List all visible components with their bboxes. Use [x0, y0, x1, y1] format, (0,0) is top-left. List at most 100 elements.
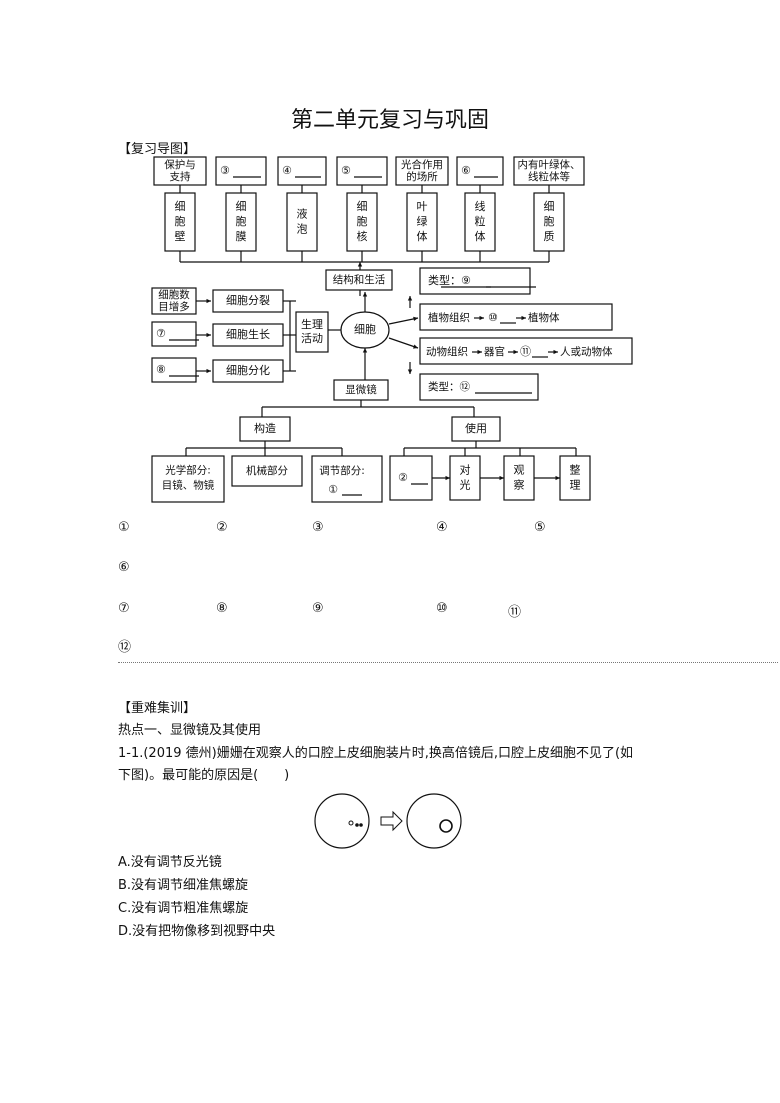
arrow-head [206, 298, 211, 304]
arrow-head [413, 344, 418, 349]
construct-part-1: 机械部分 [246, 464, 288, 477]
question-stem-2: 下图)。最可能的原因是( ) [118, 768, 290, 783]
construct-label: 构造 [254, 421, 276, 435]
top-label-box [277, 156, 327, 186]
arrow-head [513, 349, 518, 355]
use-step-0: ② [398, 471, 408, 484]
answer-blank: ⑫ [118, 636, 131, 655]
top-label-2: ④ [282, 164, 292, 177]
low-power-field [314, 793, 370, 849]
process-0: 细胞分裂 [226, 294, 270, 307]
cell-dot [359, 823, 363, 827]
organelle-3: 细胞核 [357, 200, 368, 243]
construct-box [239, 416, 291, 442]
empty-bubble [439, 819, 453, 833]
top-label-3: ⑤ [341, 164, 351, 177]
top-label-box [456, 156, 504, 186]
organelle-box [225, 192, 257, 252]
animal-chain-box [419, 337, 633, 365]
cell-dot [348, 820, 354, 826]
animal-tissue: 动物组织 [426, 345, 468, 358]
top-label-0: 保护与支持 [164, 158, 196, 183]
left-note-box [151, 287, 197, 315]
option-d: D.没有把物像移到视野中央 [118, 924, 276, 939]
arrow-head [413, 316, 418, 322]
arrow-head [407, 369, 413, 374]
answer-blank: ⑧ [216, 601, 228, 616]
plant-tissue: 植物组织 [428, 311, 470, 324]
cell-label: 细胞 [354, 323, 376, 336]
arrow-head [521, 315, 526, 321]
answer-blank: ③ [312, 520, 324, 535]
cell-dot [355, 823, 359, 827]
arrow-head [499, 475, 504, 481]
left-note-2: ⑧ [156, 363, 166, 376]
arrow-head [206, 332, 211, 338]
answer-blank: ① [118, 520, 130, 535]
divider [118, 662, 778, 663]
type-bottom-box [419, 373, 539, 401]
hotspot-heading: 热点一、显微镜及其使用 [118, 723, 262, 738]
high-power-field [406, 793, 462, 849]
arrow-head [553, 349, 558, 355]
life-activity-box [295, 311, 329, 353]
left-note-0: 细胞数目增多 [158, 288, 190, 313]
answer-blank: ⑥ [118, 560, 130, 575]
process-2: 细胞分化 [226, 363, 270, 377]
construct-part-box [311, 455, 383, 503]
blank-number: ⑪ [508, 605, 522, 620]
arrow-line [388, 337, 419, 349]
left-note-1: ⑦ [156, 327, 166, 340]
structure-life-box [325, 269, 393, 291]
answer-blank: ⑨ [312, 601, 324, 616]
type-bottom-label: 类型：⑫ [428, 380, 470, 393]
construct-part-2: 调节部分: [319, 464, 365, 477]
plant-chain-box [419, 303, 613, 331]
organelle-5: 线粒体 [475, 199, 486, 243]
option-a: A.没有调节反光镜 [118, 855, 222, 870]
animal-blank: ⑪ [520, 345, 531, 358]
option-c: C.没有调节粗准焦螺旋 [118, 901, 249, 916]
use-box [451, 416, 501, 442]
blank-number: ⑨ [312, 601, 324, 616]
page-title: 第二单元复习与巩固 [290, 108, 489, 133]
organ: 器官 [484, 345, 505, 358]
top-label-4: 光合作用的场所 [401, 158, 443, 183]
left-note-box [151, 321, 197, 347]
arrow-head [357, 262, 363, 267]
arrow-head [206, 368, 211, 374]
use-step-3: 整理 [570, 463, 581, 492]
organelle-2: 液泡 [297, 207, 308, 236]
type-top-label: 类型：⑨ [428, 273, 471, 287]
answer-blank: ⑤ [534, 520, 546, 535]
microscope-label: 显微镜 [345, 383, 377, 396]
top-label-box [153, 156, 207, 186]
structure-life-label: 结构和生活 [333, 273, 386, 286]
arrow-line [388, 317, 419, 325]
organelle-box [406, 192, 438, 252]
arrow-head [407, 296, 413, 301]
use-step-2: 观察 [514, 464, 525, 492]
blank-number: ② [216, 520, 228, 535]
construct-part-box [151, 455, 225, 503]
blank-number: ④ [436, 520, 448, 535]
section-training: 【重难集训】 [118, 701, 197, 716]
organelle-6: 细胞质 [544, 200, 555, 243]
organelle-box [533, 192, 565, 252]
blank-number: ⑫ [118, 640, 132, 655]
animal-body: 人或动物体 [560, 345, 613, 358]
adjust-blank: ① [328, 483, 338, 496]
answer-blank: ② [216, 520, 228, 535]
answer-blank: ⑪ [508, 601, 521, 620]
blank-number: ③ [312, 520, 324, 535]
use-step-box [559, 455, 591, 501]
top-label-box [513, 156, 585, 186]
use-step-1: 对光 [460, 463, 471, 492]
organelle-4: 叶绿体 [417, 200, 428, 243]
arrow-icon [380, 810, 403, 832]
blank-number: ① [118, 520, 130, 535]
top-label-5: ⑥ [461, 164, 471, 177]
use-step-box [503, 455, 535, 501]
option-b: B.没有调节细准焦螺旋 [118, 878, 249, 893]
